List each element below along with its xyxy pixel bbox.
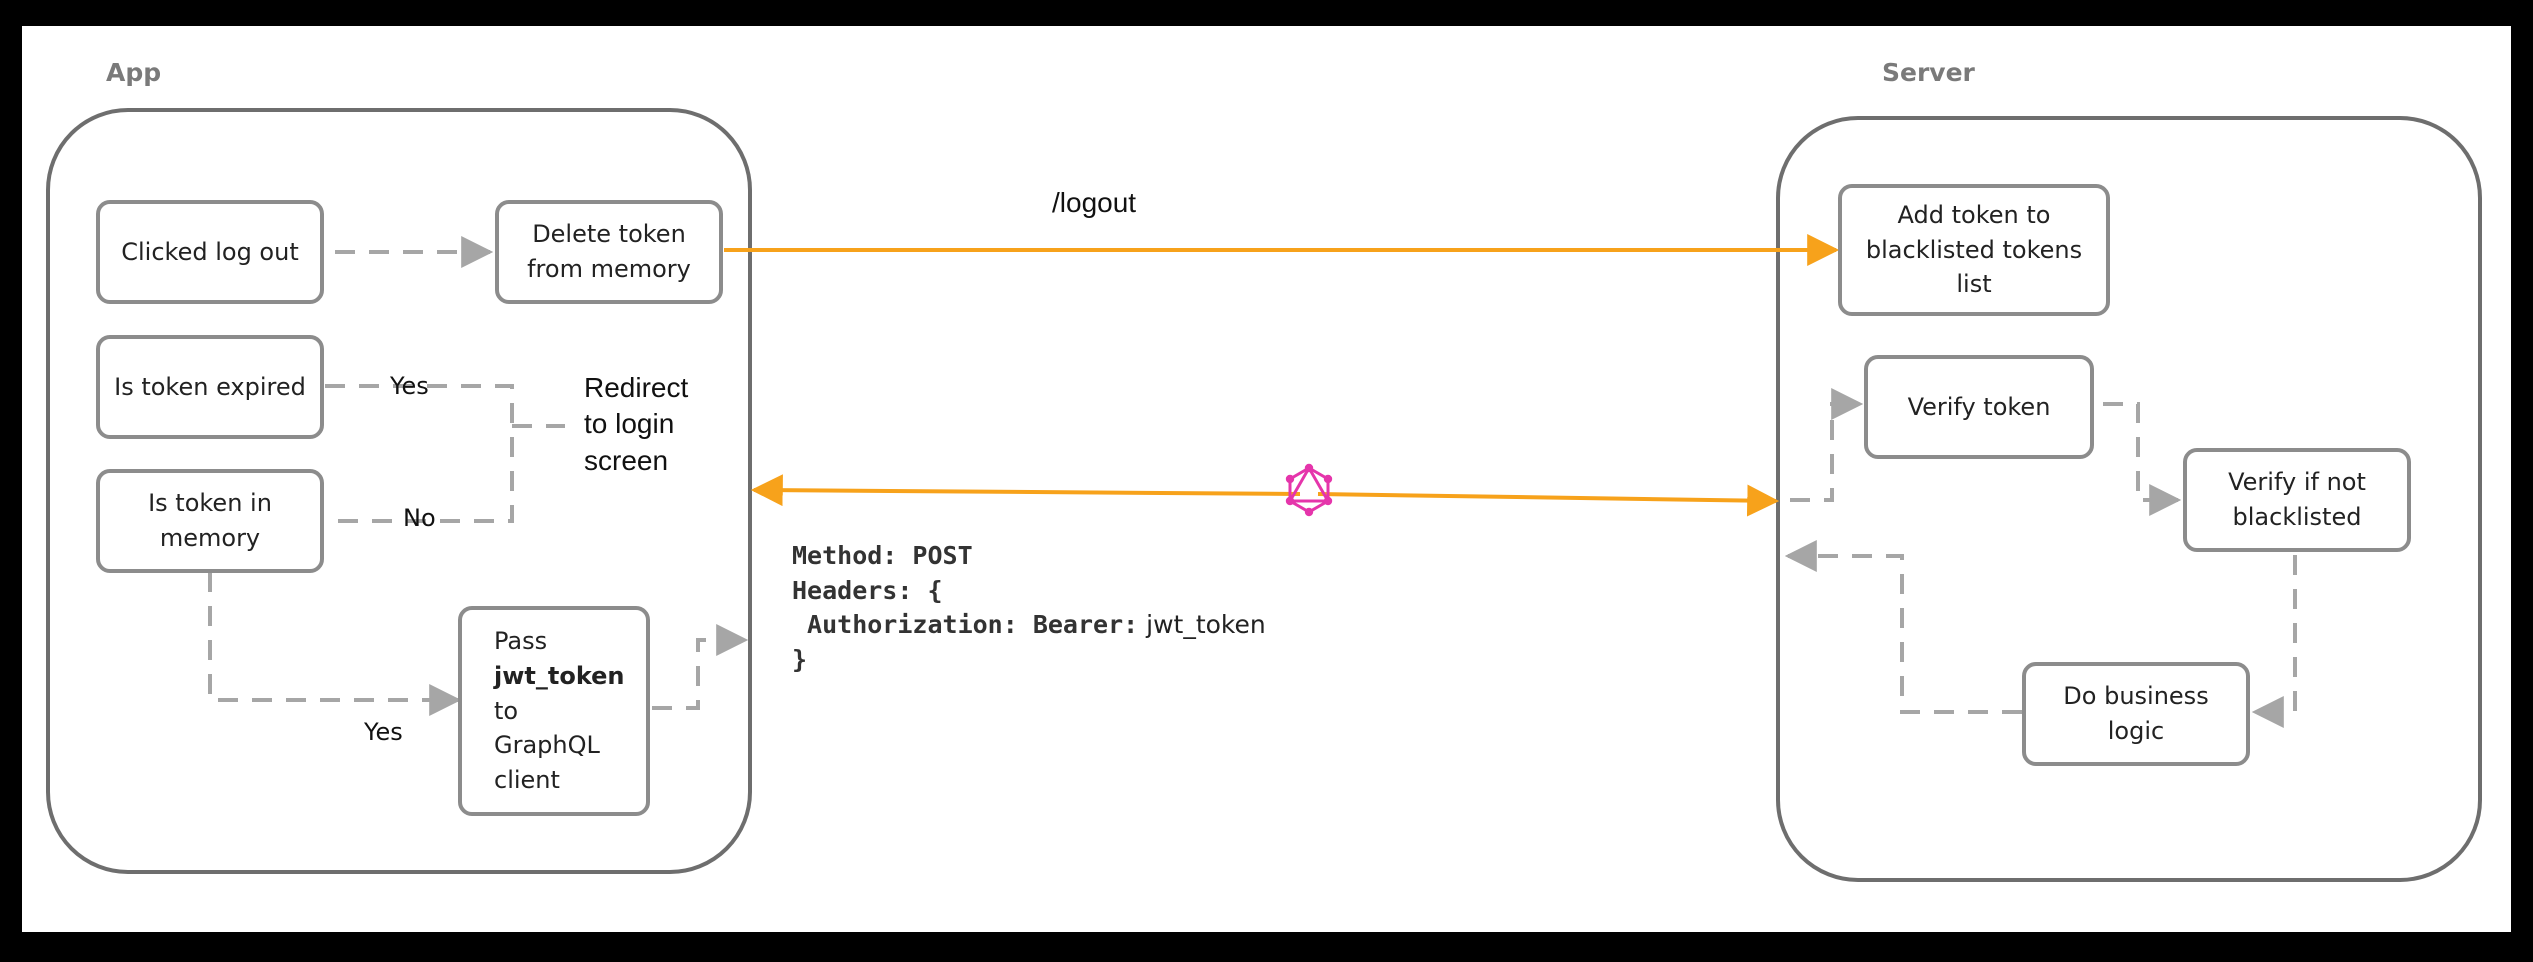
no-memory-label: No [403,504,436,532]
delete-token-node: Delete token from memory [495,200,723,304]
app-container [46,108,752,874]
app-section-label: App [106,58,162,87]
edge-to-verify-token [1790,388,1864,502]
graphql-request-arrow [1317,484,1780,517]
logout-path-label: /logout [1052,187,1137,218]
redirect-label: Redirect to login screen [584,372,689,476]
graphql-logo-icon [1285,463,1333,517]
request-details: Method: POST Headers: { Authorization: B… [792,541,1266,674]
verify-token-node: Verify token [1864,355,2094,459]
edge-pass-to-request [652,624,749,710]
response-arrow [750,474,1301,507]
is-token-in-memory-node: Is token in memory [96,469,324,573]
clicked-logout-node: Clicked log out [96,200,324,304]
add-token-blacklist-node: Add token to blacklisted tokens list [1838,184,2110,316]
edge-memory-yes-to-pass [208,572,462,716]
pass-token-node: Pass jwt_token to GraphQL client [458,606,650,816]
verify-not-blacklisted-node: Verify if not blacklisted [2183,448,2411,552]
edge-verify-to-blacklist-check [2103,402,2182,516]
server-section-label: Server [1882,58,1975,87]
yes-memory-label: Yes [364,718,403,746]
business-logic-node: Do business logic [2022,662,2250,766]
edge-blacklist-to-business [2251,555,2297,728]
yes-expired-label: Yes [390,372,429,400]
is-token-expired-node: Is token expired [96,335,324,439]
edge-decision-join [325,384,514,523]
diagram-background [22,26,2511,932]
